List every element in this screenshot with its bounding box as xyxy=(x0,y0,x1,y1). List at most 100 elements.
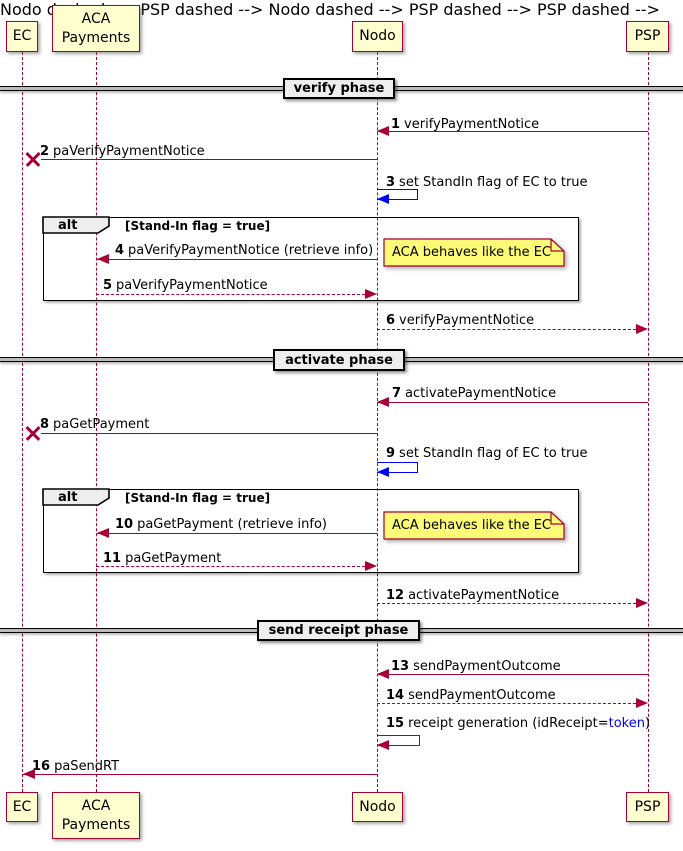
arrowhead-right-icon xyxy=(365,561,377,571)
participant-aca-bottom: ACA Payments xyxy=(52,792,140,839)
alt-pentagon xyxy=(42,488,110,506)
message-text: paSendRT xyxy=(54,759,120,774)
alt-keyword: alt xyxy=(58,490,78,505)
message-text: paGetPayment xyxy=(53,417,150,432)
message-7-line xyxy=(377,402,648,403)
message-number: 4 xyxy=(115,243,125,258)
lifeline-aca xyxy=(95,52,97,792)
message-text: paGetPayment (retrieve info) xyxy=(137,517,327,532)
divider-verify-phase: verify phase xyxy=(283,78,395,99)
lifeline-psp xyxy=(647,52,649,792)
arrowhead-right-icon xyxy=(365,289,377,299)
message-4-line xyxy=(97,259,377,260)
message-3-self-loop xyxy=(377,189,418,200)
message-lost-x-icon xyxy=(25,425,41,441)
message-number: 2 xyxy=(40,144,50,159)
message-number: 7 xyxy=(392,386,402,401)
participant-nodo-top: Nodo xyxy=(352,21,403,52)
message-number: 3 xyxy=(386,175,396,190)
message-8-line xyxy=(41,433,377,434)
message-5-line xyxy=(96,294,365,295)
alt-frame-1 xyxy=(43,217,579,301)
message-number: 11 xyxy=(103,551,122,566)
message-text: verifyPaymentNotice xyxy=(399,313,535,328)
message-9-self-loop xyxy=(377,462,418,473)
message-15-self-loop xyxy=(377,735,420,746)
participant-aca-top: ACA Payments xyxy=(52,5,140,52)
message-number: 13 xyxy=(391,659,410,674)
message-number: 15 xyxy=(386,716,405,731)
message-number: 1 xyxy=(391,117,401,132)
message-text: paVerifyPaymentNotice (retrieve info) xyxy=(128,243,374,258)
note-aca-behaves-2: ACA behaves like the EC xyxy=(383,511,565,544)
note-text: ACA behaves like the EC xyxy=(392,518,551,533)
message-number: 8 xyxy=(40,417,50,432)
message-text: verifyPaymentNotice xyxy=(404,117,540,132)
message-16-line xyxy=(23,774,377,775)
message-text: set StandIn flag of EC to true xyxy=(399,446,588,461)
message-1-line xyxy=(377,131,648,132)
arrowhead-right-icon xyxy=(636,324,648,334)
arrowhead-right-icon xyxy=(636,598,648,608)
participant-psp-top: PSP xyxy=(626,21,669,52)
arrowhead-left-icon xyxy=(377,467,389,477)
message-number: 5 xyxy=(103,278,113,293)
participant-ec-top: EC xyxy=(6,21,38,52)
arrowhead-left-icon xyxy=(97,254,109,264)
message-text: sendPaymentOutcome xyxy=(413,659,561,674)
message-2-line xyxy=(41,159,377,160)
token-link[interactable]: token xyxy=(608,716,645,731)
arrowhead-left-icon xyxy=(23,769,35,779)
message-text: activatePaymentNotice xyxy=(405,386,557,401)
message-10-line xyxy=(97,533,377,534)
message-number: 12 xyxy=(386,588,405,603)
message-13-line xyxy=(377,674,648,675)
lifeline-ec xyxy=(21,52,23,792)
alt-keyword: alt xyxy=(58,218,78,233)
message-text: paGetPayment xyxy=(125,551,222,566)
message-text: sendPaymentOutcome xyxy=(408,688,556,703)
message-text: activatePaymentNotice xyxy=(408,588,560,603)
alt-condition: [Stand-In flag = true] xyxy=(125,219,271,233)
message-number: 6 xyxy=(386,313,396,328)
participant-nodo-bottom: Nodo xyxy=(352,792,403,822)
arrowhead-left-icon xyxy=(377,397,389,407)
message-6-line xyxy=(377,329,636,330)
divider-send-receipt-phase: send receipt phase xyxy=(257,620,420,641)
arrowhead-left-icon xyxy=(97,528,109,538)
note-aca-behaves-1: ACA behaves like the EC xyxy=(383,238,565,271)
message-text: receipt generation (idReceipt= xyxy=(408,716,609,731)
note-text: ACA behaves like the EC xyxy=(392,245,551,260)
alt-condition: [Stand-In flag = true] xyxy=(125,491,271,505)
participant-psp-bottom: PSP xyxy=(626,792,669,822)
message-lost-x-icon xyxy=(25,151,41,167)
arrowhead-left-icon xyxy=(377,194,389,204)
arrowhead-right-icon xyxy=(636,698,648,708)
message-14-line xyxy=(377,703,636,704)
lifeline-nodo xyxy=(376,52,378,792)
arrowhead-left-icon xyxy=(377,740,389,750)
message-number: 16 xyxy=(32,759,51,774)
arrowhead-left-icon xyxy=(377,669,389,679)
message-number: 10 xyxy=(115,517,134,532)
message-11-line xyxy=(96,566,365,567)
participant-ec-bottom: EC xyxy=(6,792,38,822)
divider-activate-phase: activate phase xyxy=(273,349,405,371)
alt-frame-2 xyxy=(43,489,579,573)
alt-pentagon xyxy=(42,216,110,234)
arrowhead-left-icon xyxy=(377,126,389,136)
message-text: set StandIn flag of EC to true xyxy=(399,175,588,190)
message-number: 9 xyxy=(386,446,396,461)
